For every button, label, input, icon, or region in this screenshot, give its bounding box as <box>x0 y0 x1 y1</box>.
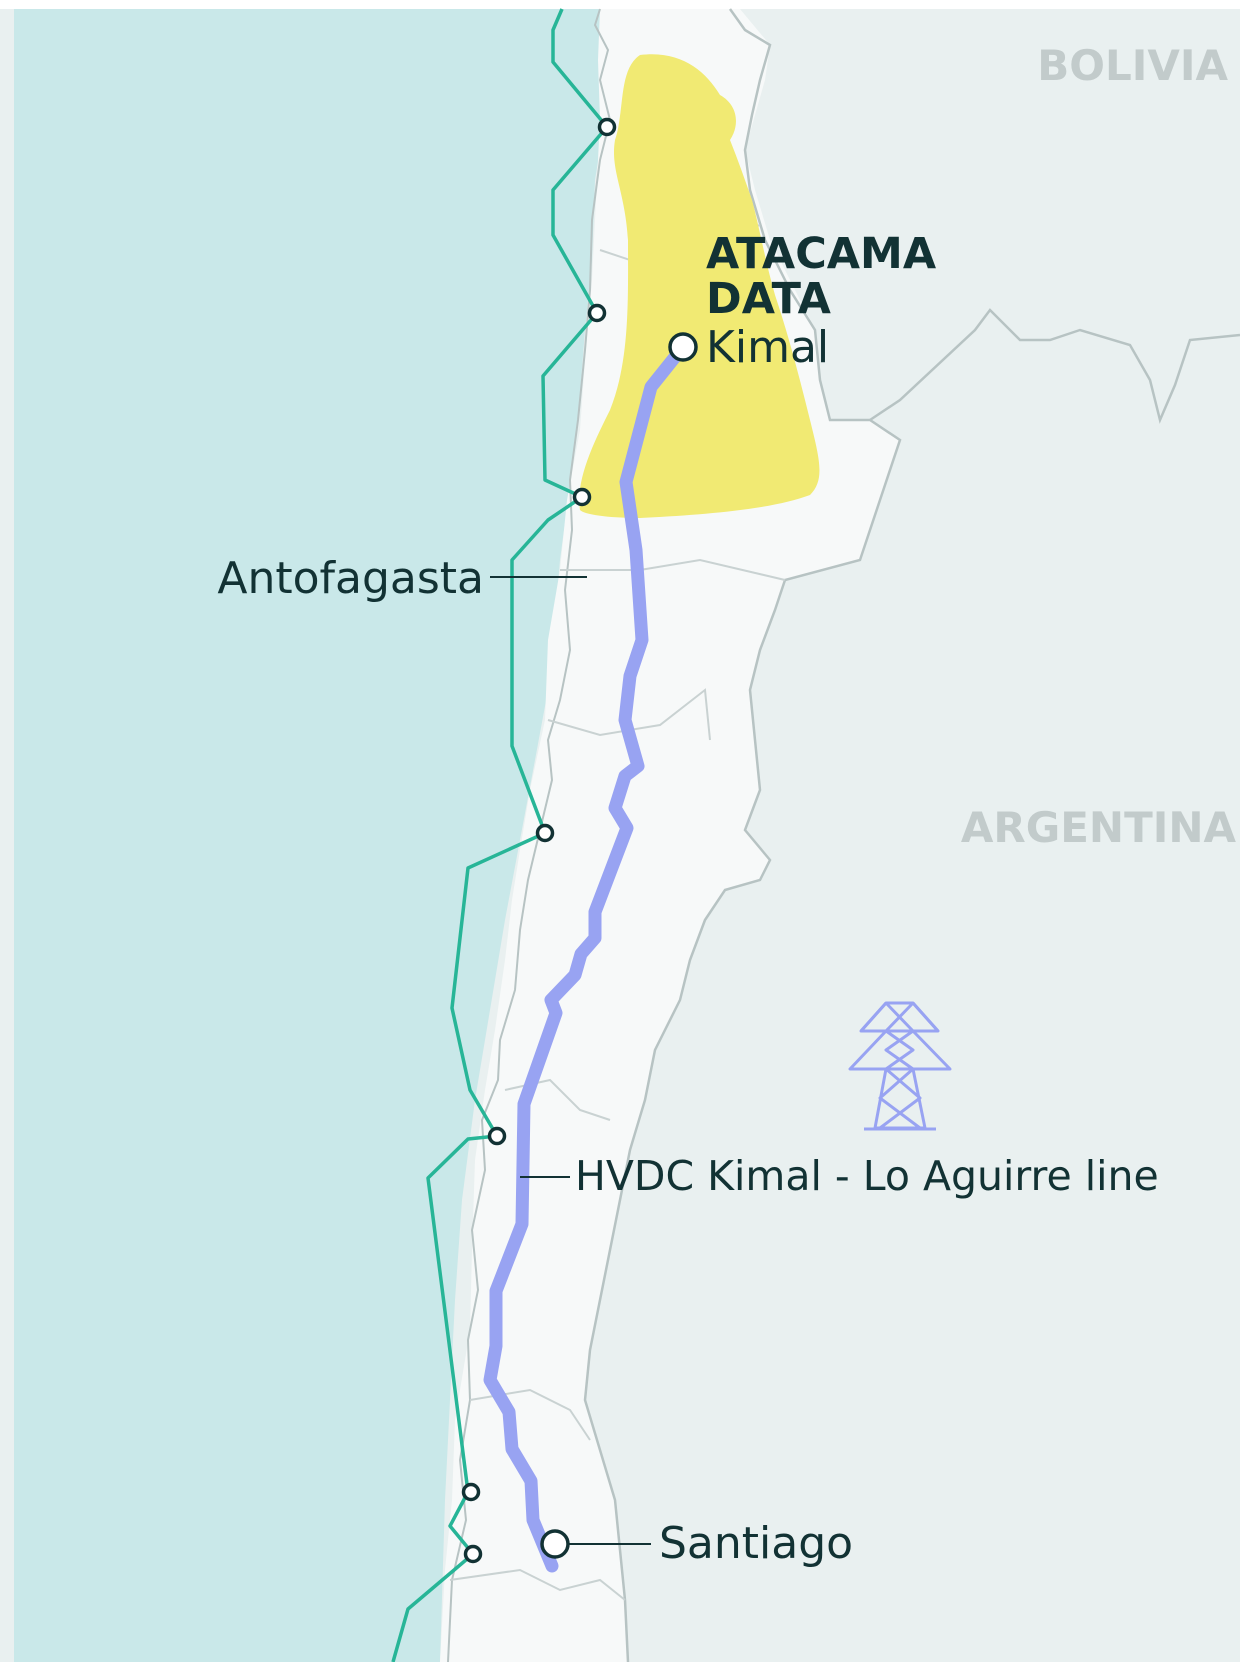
landing-point <box>461 1482 481 1502</box>
transmission-tower-icon <box>848 1001 952 1131</box>
kimal-label: Kimal <box>706 322 829 373</box>
pacific-ocean <box>14 9 605 1662</box>
cable-landing-points <box>461 117 617 1564</box>
landing-point <box>587 303 607 323</box>
kimal-marker <box>668 332 698 362</box>
border-bolivia-argentina <box>869 308 1240 424</box>
landing-point <box>597 117 617 137</box>
hvdc-line <box>483 340 690 1573</box>
landing-point <box>535 823 555 843</box>
antofagasta-label: Antofagasta <box>217 553 484 604</box>
bolivia-label: BOLIVIA <box>1037 41 1228 90</box>
landing-point <box>572 487 592 507</box>
frame-top <box>0 0 1240 9</box>
coastline <box>447 8 612 1662</box>
hvdc-line-label: HVDC Kimal - Lo Aguirre line <box>575 1152 1159 1200</box>
datacenter-name-line1: ATACAMA <box>706 229 937 279</box>
atacama-desert-region <box>579 54 820 518</box>
landing-point <box>463 1544 483 1564</box>
argentina-label: ARGENTINA <box>961 803 1237 852</box>
border-bolivia <box>583 8 902 1662</box>
santiago-label: Santiago <box>659 1518 853 1569</box>
santiago-marker <box>540 1529 570 1559</box>
datacenter-name-line2: DATA <box>706 274 832 324</box>
landing-point <box>487 1126 507 1146</box>
